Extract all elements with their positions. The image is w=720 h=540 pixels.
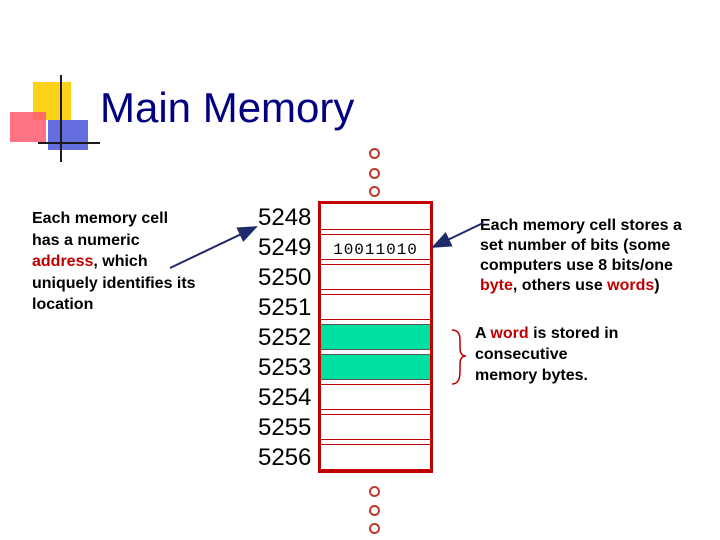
left-note-line: Each memory cell [32,210,169,227]
word-highlight: word [490,325,529,342]
brace-icon [451,329,467,385]
left-note-line: location [32,296,94,313]
memory-address: 5254 [258,384,312,411]
memory-cell [321,324,430,350]
page-title: Main Memory [100,84,355,131]
word-note-line: consecutive [475,346,568,363]
word-note: A word is stored in consecutive memory b… [475,323,675,386]
ellipsis-dot [369,148,380,159]
right-note-text: , others use [512,277,608,294]
memory-cell [321,354,430,380]
memory-address: 5256 [258,444,312,471]
words-highlight: words [607,277,655,294]
memory-address: 5252 [258,324,312,351]
ellipsis-dot [369,523,380,534]
memory-cell [321,204,430,230]
memory-address: 5248 [258,204,312,231]
memory-cell [321,294,430,320]
ellipsis-dot [369,186,380,197]
address-highlight: address [32,253,94,270]
word-note-text: A [475,325,491,342]
memory-cell [321,384,430,410]
memory-cell [321,444,430,470]
memory-address: 5249 [258,234,312,261]
memory-address: 5255 [258,414,312,441]
byte-highlight: byte [480,277,513,294]
memory-address: 5250 [258,264,312,291]
ellipsis-dot [369,505,380,516]
memory-address: 5253 [258,354,312,381]
arrow-icon [431,222,484,248]
memory-cell: 10011010 [321,234,430,260]
left-note-line: address, which [32,251,232,273]
slide-logo-icon [10,75,100,162]
left-note-line: uniquely identifies its [32,274,196,292]
cell-value: 10011010 [333,241,418,259]
memory-cell [321,414,430,440]
right-note-line: computers use 8 bits/one [480,257,673,274]
right-note-line: byte, others use words) [480,276,715,296]
right-note: Each memory cell stores a set number of … [480,216,715,296]
right-note-line: set number of bits (some [480,237,671,254]
ellipsis-dot [369,168,380,179]
left-note-text: , which [93,253,148,270]
right-note-text: ) [654,277,660,294]
memory-address: 5251 [258,294,312,321]
right-note-line: Each memory cell stores a [480,217,682,234]
ellipsis-dot [369,486,380,497]
memory-cell [321,264,430,290]
word-note-line: memory bytes. [475,367,588,384]
left-note-line: has a numeric [32,231,140,249]
left-note: Each memory cell has a numeric address, … [32,208,232,316]
memory-frame [318,201,433,473]
word-note-line: A word is stored in [475,323,675,344]
word-note-text: is stored in [528,325,619,342]
